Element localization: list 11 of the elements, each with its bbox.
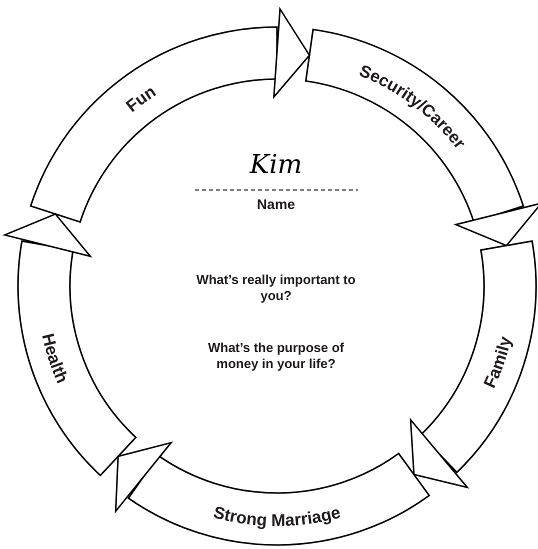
- handwritten-name: Kim: [248, 150, 304, 180]
- arrow: [4, 213, 92, 258]
- arrow: [455, 202, 538, 246]
- arrow: [114, 442, 172, 512]
- segment-label: Strong Marriage: [212, 502, 342, 530]
- question-text: What’s really important to you?: [195, 272, 357, 304]
- arrow: [273, 8, 310, 98]
- segment-label: Fun: [122, 82, 160, 116]
- arrow: [410, 419, 468, 488]
- field-label: Name: [256, 196, 296, 212]
- question-text: What’s the purpose of money in your life?: [206, 340, 346, 372]
